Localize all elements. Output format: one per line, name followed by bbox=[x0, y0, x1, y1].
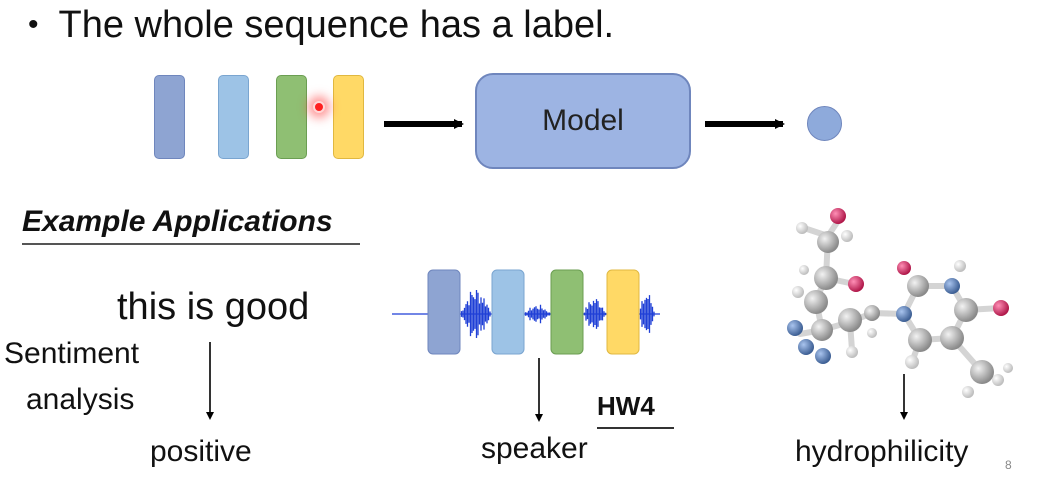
input-vector-4 bbox=[333, 75, 364, 159]
output-label-dot bbox=[807, 106, 842, 141]
bullet-text: The whole sequence has a label. bbox=[58, 4, 615, 46]
speech-vector-4 bbox=[606, 269, 640, 355]
model-box: Model bbox=[475, 73, 691, 169]
homework-label: HW4 bbox=[597, 391, 674, 429]
input-vector-1 bbox=[154, 75, 185, 159]
molecule-output: hydrophilicity bbox=[795, 435, 969, 468]
sentiment-label-line2: analysis bbox=[26, 383, 135, 416]
examples-title: Example Applications bbox=[22, 205, 360, 245]
model-label: Model bbox=[542, 104, 624, 137]
speech-output: speaker bbox=[481, 432, 588, 465]
speech-vector-3 bbox=[550, 269, 584, 355]
molecule-icon bbox=[787, 208, 1013, 398]
sentiment-label-line1: Sentiment bbox=[4, 337, 140, 370]
page-number: 8 bbox=[1005, 458, 1012, 472]
speech-vector-1 bbox=[427, 269, 461, 355]
bullet-symbol: • bbox=[28, 8, 39, 41]
laser-pointer-icon bbox=[313, 101, 325, 113]
sentiment-output: positive bbox=[150, 435, 252, 468]
bullet-line: • The whole sequence has a label. bbox=[28, 4, 614, 47]
input-vector-3 bbox=[276, 75, 307, 159]
speech-vector-2 bbox=[491, 269, 525, 355]
input-vector-2 bbox=[218, 75, 249, 159]
text-input-example: this is good bbox=[117, 286, 310, 328]
